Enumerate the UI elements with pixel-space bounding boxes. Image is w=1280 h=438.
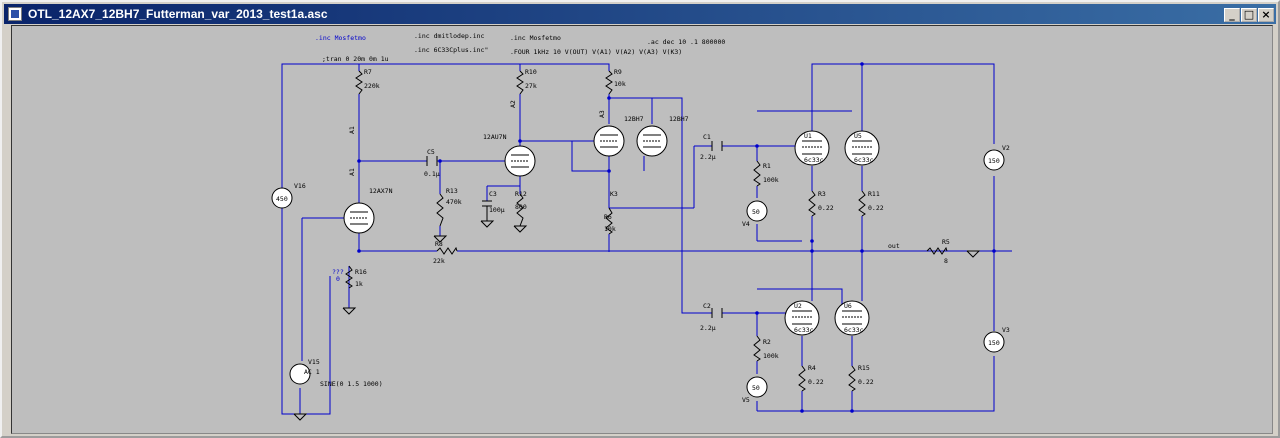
component-25-ref: V2 xyxy=(1002,144,1010,152)
component-17-ref: R15 xyxy=(858,364,870,372)
tube-label-2: 12AU7N xyxy=(483,133,507,141)
component-28-value: 50 xyxy=(752,384,760,392)
component-9-value: 1k xyxy=(355,280,363,288)
component-17-value: 0.22 xyxy=(858,378,874,386)
schematic-canvas[interactable]: .inc Mosfetmo .inc dmitlodep.inc .inc 6C… xyxy=(11,25,1273,434)
directive-inc-2: .inc dmitlodep.inc xyxy=(414,32,485,40)
component-4-value: 470k xyxy=(446,198,462,206)
component-22-ref: U6 xyxy=(844,302,852,310)
net-a1b: A1 xyxy=(348,168,356,176)
net-a2: A2 xyxy=(509,100,517,108)
component-8-ref: R8 xyxy=(435,240,443,248)
component-23-ref: V16 xyxy=(294,182,306,190)
component-16-value: 0.22 xyxy=(868,204,884,212)
question-mark-value: 0 xyxy=(336,275,340,283)
component-7-ref: R6 xyxy=(604,213,612,221)
component-1-ref: R10 xyxy=(525,68,537,76)
component-5-ref: C3 xyxy=(489,190,497,198)
component-2-ref: R9 xyxy=(614,68,622,76)
component-6-ref: R12 xyxy=(515,190,527,198)
component-9-ref: R16 xyxy=(355,268,367,276)
component-14-value: 0.22 xyxy=(818,204,834,212)
voltage-sources xyxy=(271,149,1005,398)
question-marks: ??? xyxy=(332,268,344,276)
component-19-value: 6c33c xyxy=(804,156,824,164)
component-15-value: 0.22 xyxy=(808,378,824,386)
junction-dots xyxy=(357,62,996,413)
component-27-value: 50 xyxy=(752,208,760,216)
component-0-ref: R7 xyxy=(364,68,372,76)
directive-sine: SINE(0 1.5 1000) xyxy=(320,380,383,388)
title-bar[interactable]: OTL_12AX7_12BH7_Futterman_var_2013_test1… xyxy=(4,4,1276,24)
close-button[interactable]: × xyxy=(1258,8,1274,22)
net-a3: A3 xyxy=(598,110,606,118)
schematic-drawing[interactable]: .inc Mosfetmo .inc dmitlodep.inc .inc 6C… xyxy=(12,26,1273,434)
component-18-value: 8 xyxy=(944,257,948,265)
tube-label-3: 12BH7 xyxy=(624,115,644,123)
vacuum-tubes xyxy=(343,125,880,336)
component-0-value: 220k xyxy=(364,82,380,90)
component-3-value: 0.1µ xyxy=(424,170,440,178)
directive-inc-3: .inc 6C33Cplus.inc" xyxy=(414,46,488,54)
directive-ac: .ac dec 10 .1 800000 xyxy=(647,38,725,46)
component-6-value: 800 xyxy=(515,203,527,211)
schematic-file-icon xyxy=(8,7,22,21)
component-19-ref: U1 xyxy=(804,132,812,140)
component-11-ref: C2 xyxy=(703,302,711,310)
directive-ac1: AC 1 xyxy=(304,368,320,376)
component-24-ref: V15 xyxy=(308,358,320,366)
component-25-value: 150 xyxy=(988,157,1000,165)
directive-tran: ;tran 0 20m 0m 1u xyxy=(322,55,389,63)
component-10-ref: C1 xyxy=(703,133,711,141)
component-7-value: 10k xyxy=(604,225,616,233)
minimize-button[interactable]: _ xyxy=(1224,8,1240,22)
component-3-ref: C5 xyxy=(427,148,435,156)
ground-symbols xyxy=(293,220,981,421)
component-22-value: 6c33c xyxy=(844,326,864,334)
component-27-ref: V4 xyxy=(742,220,750,228)
maximize-button[interactable]: □ xyxy=(1241,8,1257,22)
component-13-value: 100k xyxy=(763,352,779,360)
tube-label-1: 12AX7N xyxy=(369,187,393,195)
resistors xyxy=(345,70,948,392)
component-28-ref: V5 xyxy=(742,396,750,404)
component-8-value: 22k xyxy=(433,257,445,265)
component-2-value: 10k xyxy=(614,80,626,88)
component-12-value: 100k xyxy=(763,176,779,184)
component-20-ref: U2 xyxy=(794,302,802,310)
component-21-value: 6c33c xyxy=(854,156,874,164)
component-10-value: 2.2µ xyxy=(700,153,716,161)
component-16-ref: R11 xyxy=(868,190,880,198)
component-26-ref: V3 xyxy=(1002,326,1010,334)
tube-electrodes xyxy=(350,134,872,325)
component-26-value: 150 xyxy=(988,339,1000,347)
component-15-ref: R4 xyxy=(808,364,816,372)
directive-inc-1: .inc Mosfetmo xyxy=(315,34,366,42)
component-21-ref: U5 xyxy=(854,132,862,140)
component-1-value: 27k xyxy=(525,82,537,90)
component-14-ref: R3 xyxy=(818,190,826,198)
net-a1: A1 xyxy=(348,126,356,134)
tube-label-4: 12BH7 xyxy=(669,115,689,123)
net-k3: K3 xyxy=(610,190,618,198)
component-23-value: 450 xyxy=(276,195,288,203)
component-11-value: 2.2µ xyxy=(700,324,716,332)
component-4-ref: R13 xyxy=(446,187,458,195)
net-out: out xyxy=(888,242,900,250)
component-5-value: 100µ xyxy=(489,206,505,214)
schematic-labels: .inc Mosfetmo .inc dmitlodep.inc .inc 6C… xyxy=(276,32,1010,404)
wires xyxy=(281,63,1012,415)
component-13-ref: R2 xyxy=(763,338,771,346)
component-18-ref: R5 xyxy=(942,238,950,246)
component-20-value: 6c33c xyxy=(794,326,814,334)
directive-four: .FOUR 1kHz 10 V(OUT) V(A1) V(A2) V(A3) V… xyxy=(510,48,682,56)
window-title: OTL_12AX7_12BH7_Futterman_var_2013_test1… xyxy=(28,7,328,21)
directive-inc-4: .inc Mosfetmo xyxy=(510,34,561,42)
component-12-ref: R1 xyxy=(763,162,771,170)
capacitors xyxy=(426,141,723,318)
